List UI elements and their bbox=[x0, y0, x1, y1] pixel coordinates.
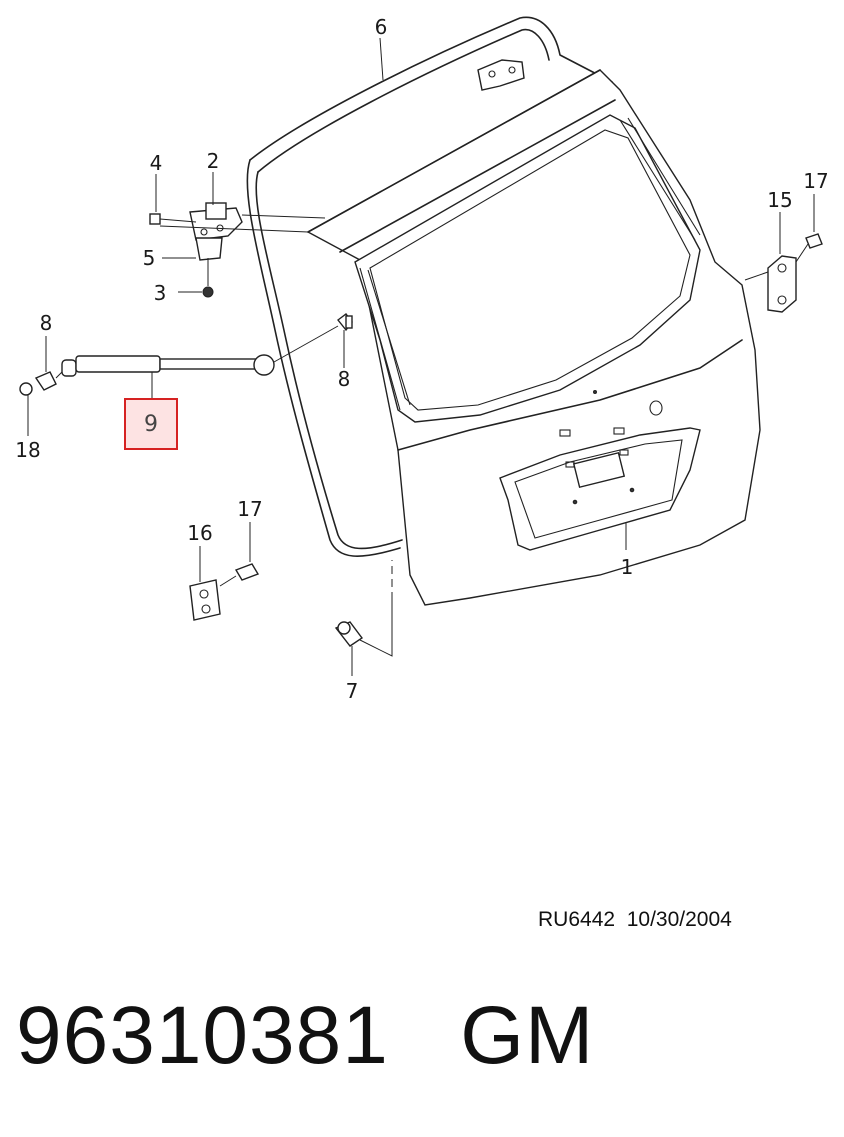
bump-stop-7 bbox=[334, 560, 393, 657]
callout-17-right: 17 bbox=[803, 169, 828, 193]
part-number: 96310381 bbox=[16, 990, 389, 1081]
gas-strut bbox=[61, 313, 353, 377]
callout-17-left: 17 bbox=[237, 497, 262, 521]
weatherstrip-seal bbox=[246, 16, 613, 557]
callout-8-right: 8 bbox=[338, 367, 351, 391]
ball-stud-left bbox=[19, 371, 63, 396]
callout-6: 6 bbox=[375, 15, 388, 39]
callout-18: 18 bbox=[15, 438, 40, 462]
callout-9: 9 bbox=[144, 412, 158, 437]
callout-15: 15 bbox=[767, 188, 792, 212]
callout-leaders bbox=[27, 37, 815, 676]
tailgate-panel bbox=[306, 69, 761, 606]
callout-labels: 6 2 4 5 3 8 8 18 15 17 16 17 1 7 bbox=[15, 15, 828, 703]
callout-1: 1 bbox=[621, 555, 634, 579]
callout-5: 5 bbox=[143, 246, 156, 270]
seal-hinge-bracket bbox=[477, 59, 525, 91]
callout-4: 4 bbox=[150, 151, 163, 175]
callout-3: 3 bbox=[154, 281, 167, 305]
callout-7: 7 bbox=[346, 679, 359, 703]
bumper-stop-16 bbox=[189, 563, 260, 621]
hinge-assembly bbox=[149, 202, 326, 298]
part-number-line: 96310381 GM bbox=[16, 995, 594, 1077]
diagram-reference: RU6442 10/30/2004 bbox=[538, 908, 732, 931]
callout-2: 2 bbox=[207, 149, 220, 173]
brand-name: GM bbox=[460, 990, 595, 1081]
callout-8-left: 8 bbox=[40, 311, 53, 335]
highlighted-callout-9: 9 bbox=[124, 398, 178, 450]
callout-16: 16 bbox=[187, 521, 212, 545]
bumper-stop-15 bbox=[744, 233, 823, 313]
